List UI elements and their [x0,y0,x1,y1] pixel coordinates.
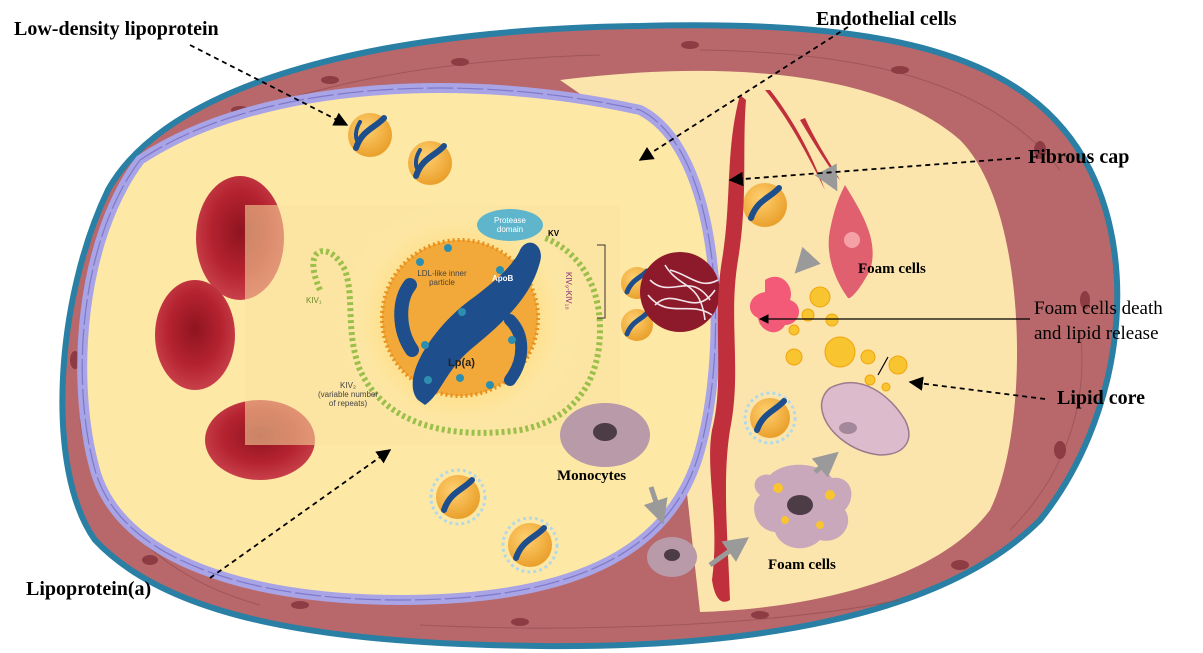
ldl-particle [743,183,787,227]
ldl-particle [348,113,392,157]
label-endothelial-cells: Endothelial cells [816,8,957,31]
ldl-particle [408,141,452,185]
label-protease-domain: Protease domain [489,216,531,234]
label-lipoprotein-a: Lipoprotein(a) [26,578,151,601]
label-kiv2-line3: of repeats) [329,399,367,408]
label-kiv2-line2: (variable number [318,390,378,399]
label-foam-cells-lower: Foam cells [768,557,836,574]
label-ldl: Low-density lipoprotein [14,18,219,41]
label-foam-cells-upper: Foam cells [858,261,926,278]
label-ldl-inner-particle: LDL-like inner particle [412,269,472,287]
label-kv: KV [548,229,559,238]
label-kiv-top: KIV₉-KIV₁₀ [564,272,573,310]
label-kiv2-line1: KIV₂ [340,381,356,390]
label-apob: ApoB [492,274,513,283]
label-kiv1: KIV₁ [306,296,322,305]
label-foam-cells-death-line1: Foam cells death [1034,298,1163,319]
label-foam-cells-death: Foam cells death and lipid release [1034,296,1202,346]
label-kiv2: KIV₂ (variable number of repeats) [318,381,378,408]
label-foam-cells-death-line2: and lipid release [1034,323,1159,344]
label-fibrous-cap: Fibrous cap [1028,146,1129,169]
red-blood-cell [155,280,235,390]
label-monocytes: Monocytes [557,468,626,485]
label-lipid-core: Lipid core [1057,387,1145,410]
thrombus [640,252,720,332]
label-lpa: Lp(a) [448,357,475,369]
